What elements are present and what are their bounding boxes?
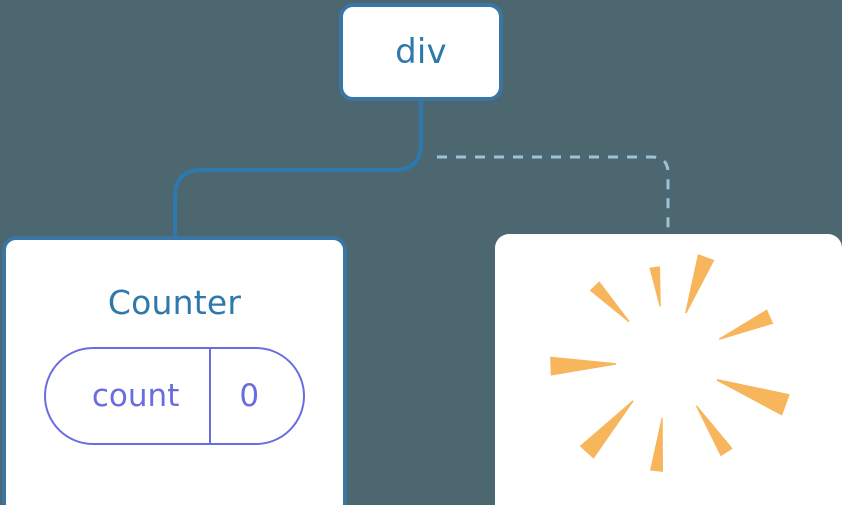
state-pill-key: count: [91, 378, 180, 414]
burst-ray-5: [579, 400, 634, 459]
burst-ray-6: [650, 417, 663, 472]
burst-ray-8: [716, 379, 790, 416]
burst-ray-9: [718, 309, 774, 340]
node-div-label: div: [395, 32, 447, 72]
edge-div-to-counter: [173, 101, 423, 240]
state-pill-divider: [209, 349, 212, 443]
edge-div-to-burst: [437, 155, 670, 238]
node-render-burst[interactable]: [495, 234, 842, 505]
node-counter-label: Counter: [107, 283, 242, 322]
node-div[interactable]: div: [339, 3, 503, 101]
burst-ray-2: [649, 266, 661, 307]
burst-ray-1: [685, 254, 715, 314]
burst-ray-4: [550, 356, 617, 376]
burst-ray-7: [695, 405, 733, 457]
render-sparkle-icon: [550, 254, 790, 472]
node-counter[interactable]: Counter count 0: [2, 236, 347, 505]
state-pill-value: 0: [239, 378, 260, 414]
state-pill-count[interactable]: count 0: [43, 347, 306, 445]
burst-ray-3: [589, 281, 630, 323]
